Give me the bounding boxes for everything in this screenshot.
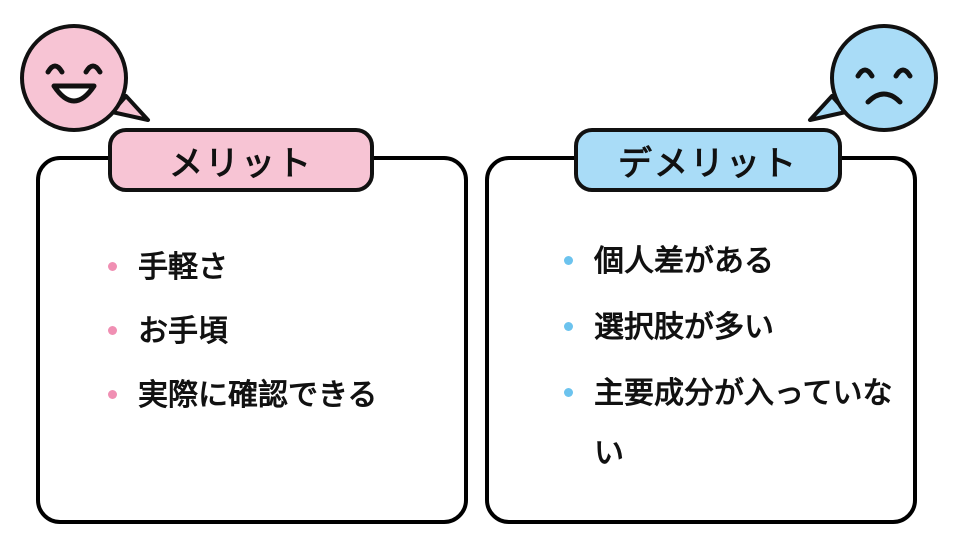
demerit-title: デメリット: [574, 128, 842, 192]
demerit-card: [485, 156, 917, 524]
list-item: 手軽さ: [108, 238, 458, 298]
demerit-list: 個人差がある 選択肢が多い 主要成分が入っていない: [564, 232, 894, 490]
merit-card: [36, 156, 468, 524]
bullet-dot-icon: [108, 326, 117, 335]
demerit-item-label: 主要成分が入っていない: [594, 376, 893, 471]
bullet-dot-icon: [108, 262, 117, 271]
bullet-dot-icon: [564, 322, 573, 331]
list-item: お手頃: [108, 302, 458, 362]
merit-item-label: 実際に確認できる: [138, 378, 378, 413]
bullet-dot-icon: [564, 256, 573, 265]
demerit-item-label: 選択肢が多い: [594, 310, 774, 345]
merit-item-label: お手頃: [138, 314, 228, 349]
merit-list: 手軽さ お手頃 実際に確認できる: [108, 238, 458, 430]
bullet-dot-icon: [108, 390, 117, 399]
list-item: 選択肢が多い: [564, 298, 894, 358]
list-item: 実際に確認できる: [108, 366, 458, 426]
list-item: 主要成分が入っていない: [564, 364, 894, 484]
merit-title: メリット: [108, 128, 374, 192]
list-item: 個人差がある: [564, 232, 894, 292]
merit-item-label: 手軽さ: [138, 250, 228, 285]
smiling-face-icon: [20, 24, 150, 132]
sad-face-icon: [808, 24, 938, 132]
demerit-item-label: 個人差がある: [594, 244, 774, 279]
bullet-dot-icon: [564, 388, 573, 397]
